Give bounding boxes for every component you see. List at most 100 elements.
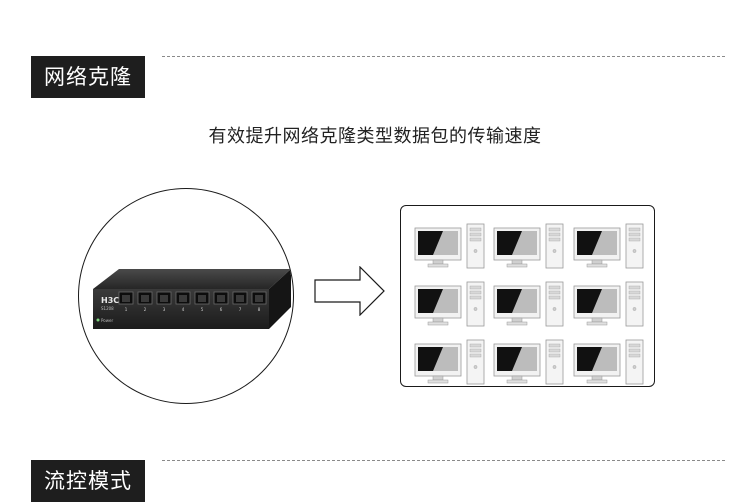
- monitor-stand: [432, 259, 444, 265]
- power-button-icon: [473, 307, 478, 311]
- ethernet-port-socket: [122, 295, 130, 302]
- port-number-label: 3: [163, 307, 166, 312]
- drive-bay: [548, 232, 561, 237]
- screen-glare: [512, 347, 537, 371]
- computer-icon: [414, 339, 485, 385]
- power-button-icon: [632, 365, 637, 369]
- ethernet-port-socket: [179, 295, 187, 302]
- drive-bay: [469, 237, 482, 242]
- drive-bay: [628, 227, 641, 232]
- drive-bay: [628, 285, 641, 290]
- drive-bay: [628, 343, 641, 348]
- port-number-label: 8: [258, 307, 261, 312]
- monitor-base: [586, 379, 608, 384]
- drive-bay: [548, 227, 561, 232]
- drive-bay: [628, 353, 641, 358]
- drive-bay: [628, 232, 641, 237]
- port-number-label: 4: [182, 307, 185, 312]
- dashed-divider: [162, 460, 725, 461]
- monitor-stand: [591, 375, 603, 381]
- screen-glare: [433, 231, 458, 255]
- switch-illustration: H3C S1208 Power 1 2 3 4 5 6 7 8: [93, 269, 291, 329]
- right-arrow-icon: [314, 266, 385, 316]
- switch-side-face: [269, 269, 291, 329]
- ethernet-port-socket: [198, 295, 206, 302]
- section-title-flow-control: 流控模式: [31, 460, 145, 502]
- port-number-label: 1: [125, 307, 128, 312]
- ethernet-port-socket: [217, 295, 225, 302]
- drive-bay: [628, 348, 641, 353]
- screen-glare: [512, 231, 537, 255]
- drive-bay: [469, 343, 482, 348]
- power-button-icon: [473, 249, 478, 253]
- ethernet-port-socket: [141, 295, 149, 302]
- monitor-stand: [591, 259, 603, 265]
- drive-bay: [548, 343, 561, 348]
- computer-icon: [573, 339, 644, 385]
- port-number-label: 5: [201, 307, 204, 312]
- computer-grid-box: [400, 205, 655, 387]
- drive-bay: [548, 290, 561, 295]
- ethernet-port-socket: [160, 295, 168, 302]
- computer-icon: [414, 281, 485, 327]
- power-button-icon: [552, 365, 557, 369]
- feature-description: 有效提升网络克隆类型数据包的传输速度: [208, 126, 542, 147]
- monitor-stand: [511, 317, 523, 323]
- computer-icon: [493, 339, 564, 385]
- switch-top-face: [93, 269, 291, 289]
- drive-bay: [469, 227, 482, 232]
- section-header-flow-control: 流控模式: [0, 460, 750, 502]
- switch-brand-label: H3C: [101, 296, 119, 305]
- drive-bay: [469, 232, 482, 237]
- drive-bay: [469, 290, 482, 295]
- drive-bay: [548, 353, 561, 358]
- power-button-icon: [632, 249, 637, 253]
- port-number-label: 7: [239, 307, 242, 312]
- drive-bay: [628, 290, 641, 295]
- computer-icon: [573, 223, 644, 269]
- computer-icon: [573, 281, 644, 327]
- section-title-network-clone: 网络克隆: [31, 56, 145, 98]
- monitor-base: [506, 263, 528, 268]
- drive-bay: [548, 237, 561, 242]
- dashed-divider: [162, 56, 725, 57]
- monitor-stand: [511, 375, 523, 381]
- drive-bay: [548, 285, 561, 290]
- power-button-icon: [552, 249, 557, 253]
- screen-glare: [433, 289, 458, 313]
- monitor-base: [427, 321, 449, 326]
- drive-bay: [628, 295, 641, 300]
- monitor-base: [427, 379, 449, 384]
- monitor-stand: [432, 317, 444, 323]
- drive-bay: [628, 237, 641, 242]
- screen-glare: [433, 347, 458, 371]
- screen-glare: [592, 231, 617, 255]
- screen-glare: [512, 289, 537, 313]
- drive-bay: [469, 353, 482, 358]
- ethernet-port-socket: [255, 295, 263, 302]
- switch-power-label: Power: [101, 318, 113, 323]
- port-number-label: 6: [220, 307, 223, 312]
- drive-bay: [469, 285, 482, 290]
- monitor-stand: [432, 375, 444, 381]
- power-led-icon: [96, 318, 100, 322]
- computer-grid: [414, 223, 644, 385]
- drive-bay: [548, 295, 561, 300]
- computer-icon: [414, 223, 485, 269]
- switch-image-circle: H3C S1208 Power 1 2 3 4 5 6 7 8: [78, 188, 294, 404]
- monitor-base: [506, 321, 528, 326]
- switch-ports: 1 2 3 4 5 6 7 8: [118, 291, 267, 312]
- power-button-icon: [473, 365, 478, 369]
- monitor-stand: [511, 259, 523, 265]
- power-button-icon: [552, 307, 557, 311]
- port-number-label: 2: [144, 307, 147, 312]
- drive-bay: [469, 295, 482, 300]
- power-button-icon: [632, 307, 637, 311]
- screen-glare: [592, 347, 617, 371]
- section-header-network-clone: 网络克隆: [0, 56, 750, 98]
- monitor-base: [427, 263, 449, 268]
- screen-glare: [592, 289, 617, 313]
- switch-model-label: S1208: [101, 306, 114, 311]
- drive-bay: [548, 348, 561, 353]
- monitor-base: [586, 263, 608, 268]
